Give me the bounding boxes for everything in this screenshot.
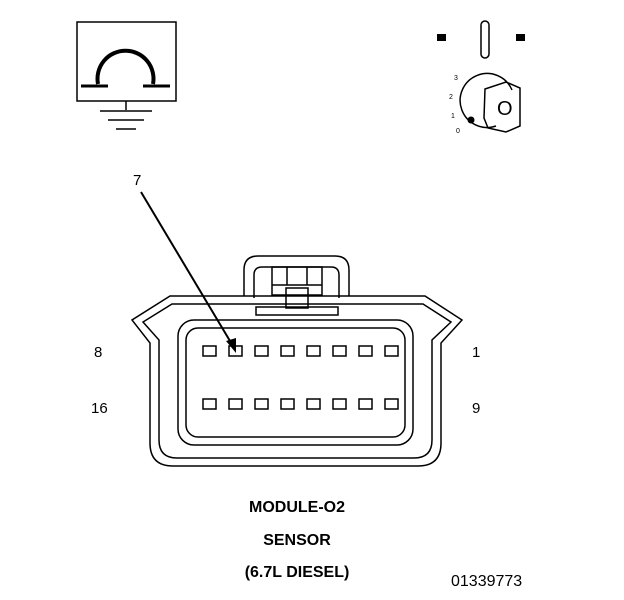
pin-label-16: 16 xyxy=(91,400,108,417)
pin-cavity xyxy=(280,345,295,357)
pin-cavity xyxy=(384,345,399,357)
pin-cavity xyxy=(306,398,321,410)
callout-pin-7: 7 xyxy=(133,172,236,353)
pin-cavity xyxy=(202,345,217,357)
key-label: O xyxy=(497,98,513,120)
callout-label: 7 xyxy=(133,172,141,189)
title-line-3: (6.7L DIESEL) xyxy=(245,564,350,581)
title-line-1: MODULE-O2 xyxy=(249,499,345,516)
title-line-2: SENSOR xyxy=(263,532,331,549)
pin-row-bottom xyxy=(202,398,399,410)
ohmmeter-ground-icon xyxy=(76,21,177,130)
key-position-1: 1 xyxy=(451,113,455,120)
pin-cavities xyxy=(202,345,399,410)
key-position-3: 3 xyxy=(454,75,458,82)
pin-cavity xyxy=(280,398,295,410)
pin-cavity xyxy=(228,398,243,410)
pin-cavity xyxy=(358,345,373,357)
pin-cavity xyxy=(254,398,269,410)
pin-cavity xyxy=(306,345,321,357)
pin-cavity xyxy=(202,398,217,410)
pin-cavity xyxy=(358,398,373,410)
pin-cavity xyxy=(332,398,347,410)
pin-label-9: 9 xyxy=(472,400,480,417)
ignition-key-off-icon: 3 2 1 0 O xyxy=(437,20,525,135)
figure-number: 01339773 xyxy=(451,573,522,590)
key-position-2: 2 xyxy=(449,94,453,101)
pin-label-1: 1 xyxy=(472,344,480,361)
key-position-0: 0 xyxy=(456,128,460,135)
pin-cavity xyxy=(254,345,269,357)
pin-label-8: 8 xyxy=(94,344,102,361)
connector-body xyxy=(130,255,464,467)
pin-cavity xyxy=(384,398,399,410)
pin-cavity xyxy=(332,345,347,357)
